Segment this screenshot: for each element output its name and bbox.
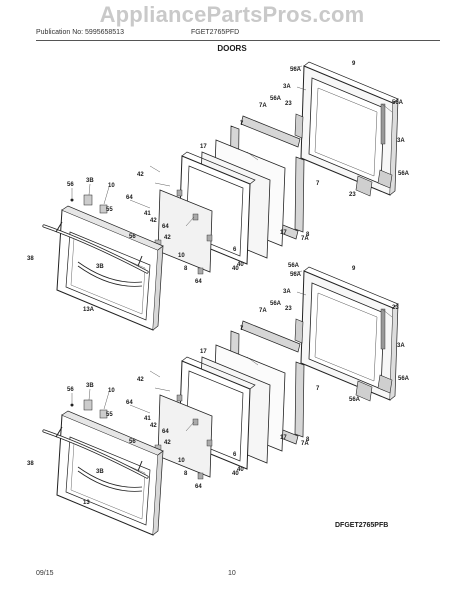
- bottom-callout-32: 64: [195, 484, 202, 490]
- bottom-callout-30: 10: [178, 458, 185, 464]
- bottom-callout-24: 42: [150, 423, 157, 429]
- top-callout-29: 38: [27, 256, 34, 262]
- bottom-callout-9: 23: [392, 305, 399, 311]
- top-callout-23: 41: [144, 211, 151, 217]
- publication-number: Publication No: 5995658513: [36, 29, 124, 36]
- bottom-callout-34: 40: [232, 471, 239, 477]
- bottom-callout-17: 42: [137, 377, 144, 383]
- top-callout-28: 56: [129, 234, 136, 240]
- bottom-callout-1: 9: [352, 266, 356, 272]
- top-callout-30: 10: [178, 253, 185, 259]
- bottom-callout-31: 3B: [96, 469, 104, 475]
- top-callout-26: 42: [164, 235, 171, 241]
- header-rule: [36, 40, 440, 41]
- top-callout-18: 3B: [86, 178, 94, 184]
- top-callout-21: 64: [126, 195, 133, 201]
- top-callout-8: 23: [349, 192, 356, 198]
- top-callout-31: 3B: [96, 264, 104, 270]
- top-callout-22: 55: [106, 207, 113, 213]
- top-callout-25: 64: [162, 224, 169, 230]
- bottom-callout-12: 7: [316, 386, 320, 392]
- top-callout-4: 23: [285, 101, 292, 107]
- page-title: DOORS: [217, 44, 247, 53]
- bottom-callout-27: 6: [233, 452, 237, 458]
- bottom-callout-2: 3A: [283, 289, 291, 295]
- bottom-callout-25: 64: [162, 429, 169, 435]
- bottom-callout-28: 56: [129, 439, 136, 445]
- bottom-callout-33: 8: [184, 471, 188, 477]
- bottom-callout-5: 7A: [259, 308, 267, 314]
- bottom-callout-4: 23: [285, 306, 292, 312]
- top-callout-3: 56A: [270, 96, 282, 102]
- top-callout-24: 42: [150, 218, 157, 224]
- top-callout-16: 40: [237, 262, 244, 268]
- footer-date: 09/15: [36, 570, 54, 577]
- top-callout-33: 8: [184, 266, 188, 272]
- top-callout-12: 7: [316, 181, 320, 187]
- bottom-callout-18: 3B: [86, 383, 94, 389]
- bottom-callout-19: 10: [108, 388, 115, 394]
- bottom-callout-3: 56A: [270, 301, 282, 307]
- top-callout-6: 7: [240, 121, 244, 127]
- bottom-callout-22: 55: [106, 412, 113, 418]
- callout-labels: 56A93A56A237A7172356A3A56A78177A40423B10…: [27, 61, 410, 506]
- top-callout-2: 3A: [283, 84, 291, 90]
- bottom-callout-11: 56A: [398, 376, 410, 382]
- top-callout-20: 56: [67, 182, 74, 188]
- bottom-callout-23: 41: [144, 416, 151, 422]
- top-callout-1: 9: [352, 61, 356, 67]
- bottom-callout-21: 64: [126, 400, 133, 406]
- page-number: 10: [228, 570, 236, 577]
- top-callout-9: 56A: [392, 100, 404, 106]
- model-number: FGET2765PFD: [191, 29, 240, 36]
- top-callout-35: 13A: [83, 307, 95, 313]
- bottom-callout-29: 38: [27, 461, 34, 467]
- bottom-callout-16: 40: [237, 467, 244, 473]
- bottom-callout-20: 56: [67, 387, 74, 393]
- top-callout-5: 7A: [259, 103, 267, 109]
- bottom-callout-6: 7: [240, 326, 244, 332]
- top-callout-14: 17: [280, 230, 287, 236]
- bottom-callout-13: 8: [306, 437, 310, 443]
- bottom-callout-8: 56A: [349, 397, 361, 403]
- diagram-code: DFGET2765PFB: [335, 522, 389, 529]
- bottom-callout-0: 56A: [290, 272, 302, 278]
- top-callout-7: 17: [200, 144, 207, 150]
- top-callout-10: 3A: [397, 138, 405, 144]
- bottom-callout-10: 3A: [397, 343, 405, 349]
- bottom-callout-7: 17: [200, 349, 207, 355]
- top-callout-0: 56A: [290, 67, 302, 73]
- top-callout-36: 56A: [288, 263, 300, 269]
- bottom-callout-14: 17: [280, 435, 287, 441]
- top-callout-11: 56A: [398, 171, 410, 177]
- top-callout-19: 10: [108, 183, 115, 189]
- top-callout-17: 42: [137, 172, 144, 178]
- top-callout-32: 64: [195, 279, 202, 285]
- top-callout-27: 6: [233, 247, 237, 253]
- top-callout-13: 8: [306, 232, 310, 238]
- top-callout-15: 7A: [301, 236, 309, 242]
- watermark: AppliancePartsPros.com: [99, 2, 365, 27]
- bottom-callout-15: 7A: [301, 441, 309, 447]
- bottom-callout-26: 42: [164, 440, 171, 446]
- top-callout-34: 40: [232, 266, 239, 272]
- bottom-callout-35: 13: [83, 500, 90, 506]
